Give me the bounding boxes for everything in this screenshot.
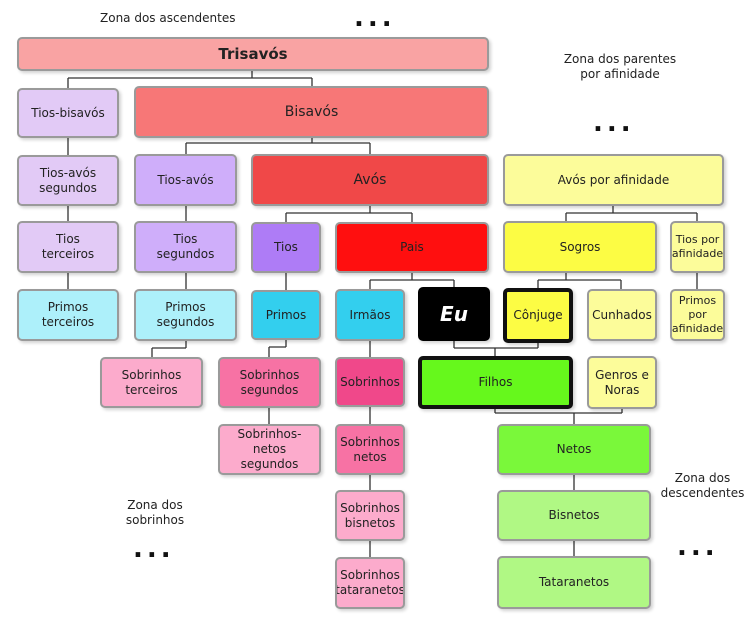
node-trisavos: Trisavós — [17, 37, 489, 71]
node-primos-afinidade: Primos por afinidade — [670, 289, 725, 341]
ellipsis-top: ... — [354, 3, 396, 33]
node-irmaos: Irmãos — [335, 289, 405, 341]
node-tios-avos-segundos: Tios-avós segundos — [17, 155, 119, 206]
node-tataranetos: Tataranetos — [497, 556, 651, 609]
node-sobrinhos-segundos: Sobrinhos segundos — [218, 357, 321, 408]
node-bisnetos: Bisnetos — [497, 490, 651, 541]
node-tios-segundos: Tios segundos — [134, 221, 237, 273]
node-tios-terceiros: Tios terceiros — [17, 221, 119, 273]
node-avos-afinidade: Avós por afinidade — [503, 154, 724, 206]
node-sobrinhos-netos: Sobrinhos netos — [335, 424, 405, 475]
node-tios-afinidade: Tios por afinidade — [670, 221, 725, 273]
node-primos-segundos: Primos segundos — [134, 289, 237, 341]
node-conjuge: Cônjuge — [503, 288, 573, 343]
node-primos-terceiros: Primos terceiros — [17, 289, 119, 341]
node-pais: Pais — [335, 222, 489, 273]
node-sobrinhos-netos-segundos: Sobrinhos-netos segundos — [218, 424, 321, 475]
node-sogros: Sogros — [503, 221, 657, 273]
node-cunhados: Cunhados — [587, 289, 657, 341]
node-bisavos: Bisavós — [134, 86, 489, 138]
node-tios-bisavos: Tios-bisavós — [17, 88, 119, 138]
zone-label-ascendentes: Zona dos ascendentes — [100, 11, 236, 25]
node-primos: Primos — [251, 290, 321, 340]
zone-label-descendentes: Zona dos descendentes — [660, 471, 745, 500]
zone-label-afinidade: Zona dos parentes por afinidade — [563, 52, 677, 81]
ellipsis-descendentes: ... — [677, 532, 719, 562]
node-tios-avos: Tios-avós — [134, 154, 237, 206]
node-sobrinhos-terceiros: Sobrinhos terceiros — [100, 357, 203, 408]
node-sobrinhos-tataranetos: Sobrinhos tataranetos — [335, 557, 405, 609]
node-filhos: Filhos — [418, 356, 573, 409]
zone-label-sobrinhos: Zona dos sobrinhos — [125, 498, 185, 527]
node-avos: Avós — [251, 154, 489, 206]
node-netos: Netos — [497, 424, 651, 475]
node-eu: Eu — [418, 287, 490, 341]
node-tios: Tios — [251, 222, 321, 273]
ellipsis-afinidade: ... — [593, 108, 635, 138]
ellipsis-sobrinhos: ... — [133, 534, 175, 564]
node-genros-noras: Genros e Noras — [587, 356, 657, 409]
node-sobrinhos: Sobrinhos — [335, 357, 405, 407]
node-sobrinhos-bisnetos: Sobrinhos bisnetos — [335, 490, 405, 541]
